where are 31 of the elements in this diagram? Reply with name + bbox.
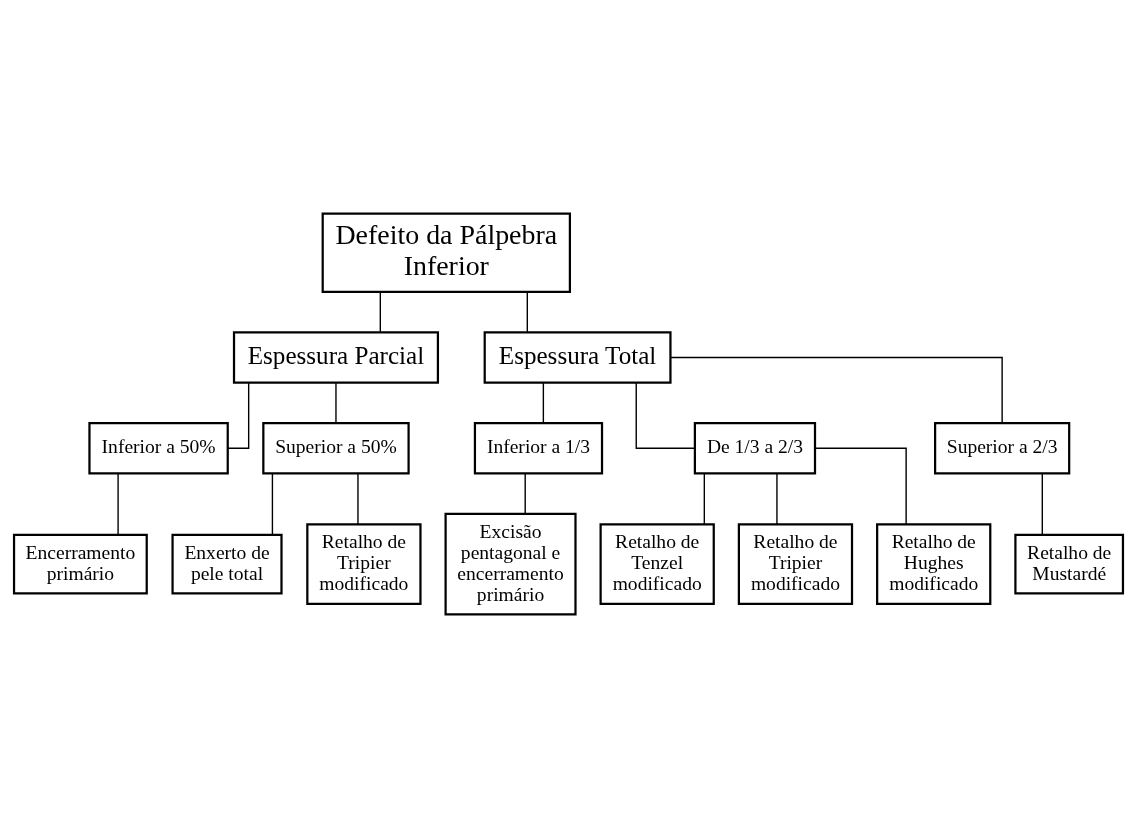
node-box: Retalho de Hughes modificado — [876, 523, 992, 606]
connector — [670, 356, 1003, 424]
connector — [271, 472, 274, 536]
node-box: Superior a 50% — [262, 421, 410, 475]
connector — [703, 472, 706, 525]
node-box: Superior a 2/3 — [934, 421, 1071, 475]
connector — [526, 291, 528, 333]
connector — [379, 291, 381, 333]
node-box: Inferior a 1/3 — [473, 421, 604, 475]
node-box: Defeito da Pálpebra Inferior — [321, 212, 571, 293]
connector — [542, 382, 545, 424]
connector — [335, 382, 337, 424]
node-box: Retalho de Mustardé — [1014, 533, 1125, 595]
connector — [635, 382, 695, 449]
node-box: Enxerto de pele total — [171, 533, 283, 595]
connector — [357, 472, 359, 525]
connector — [524, 472, 526, 515]
node-box: Espessura Total — [483, 331, 672, 384]
node-box: Encerramento primário — [12, 533, 148, 595]
connector — [227, 382, 250, 449]
node-box: De 1/3 a 2/3 — [693, 421, 817, 475]
node-box: Retalho de Tripier modificado — [737, 523, 854, 606]
node-box: Excisão pentagonal e encerramento primário — [444, 512, 577, 616]
connector — [814, 447, 907, 525]
connector — [117, 472, 119, 536]
connector — [776, 472, 778, 525]
node-box: Retalho de Tenzel modificado — [599, 523, 715, 606]
node-box: Espessura Parcial — [232, 331, 440, 384]
node-box: Inferior a 50% — [88, 421, 229, 475]
connector — [1041, 472, 1043, 536]
node-box: Retalho de Tripier modificado — [306, 523, 422, 606]
